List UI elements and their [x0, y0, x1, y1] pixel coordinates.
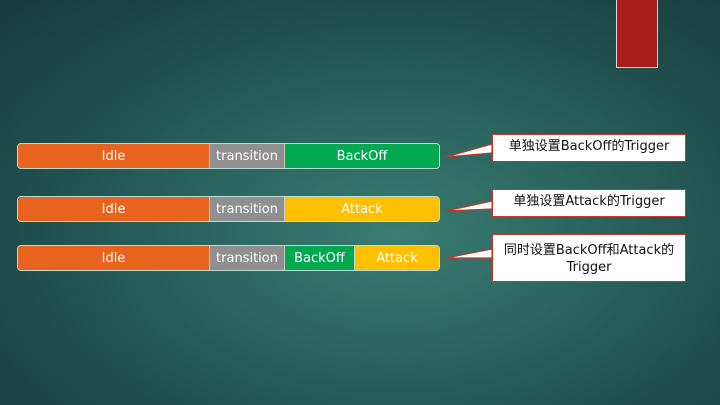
callout-text: 单独设置Attack的Trigger: [513, 194, 665, 209]
segment-idle: Idle: [18, 246, 209, 270]
callout-pointer-3: [445, 248, 493, 259]
segment-transition: transition: [209, 197, 285, 221]
segment-idle: Idle: [18, 197, 209, 221]
segment-attack: Attack: [285, 197, 439, 221]
callout-text-line1: 同时设置BackOff和Attack的: [503, 243, 675, 258]
segment-transition: transition: [209, 144, 285, 168]
callout-text-line2: Trigger: [566, 260, 612, 275]
segment-backoff: BackOff: [285, 144, 439, 168]
callout-pointer-2: [445, 200, 493, 212]
timeline-bar-backoff: Idle transition BackOff: [17, 143, 440, 169]
segment-attack: Attack: [355, 246, 439, 270]
segment-backoff: BackOff: [285, 246, 355, 270]
callout-backoff-note: 单独设置BackOff的Trigger: [492, 134, 686, 162]
accent-block: [616, 0, 658, 68]
callout-both-note: 同时设置BackOff和Attack的 Trigger: [492, 234, 686, 282]
timeline-bar-both: Idle transition BackOff Attack: [17, 245, 440, 271]
segment-idle: Idle: [18, 144, 209, 168]
segment-transition: transition: [209, 246, 285, 270]
callout-pointer-1: [445, 143, 493, 158]
timeline-bar-attack: Idle transition Attack: [17, 196, 440, 222]
callout-text: 单独设置BackOff的Trigger: [508, 139, 670, 154]
callout-attack-note: 单独设置Attack的Trigger: [492, 189, 686, 217]
